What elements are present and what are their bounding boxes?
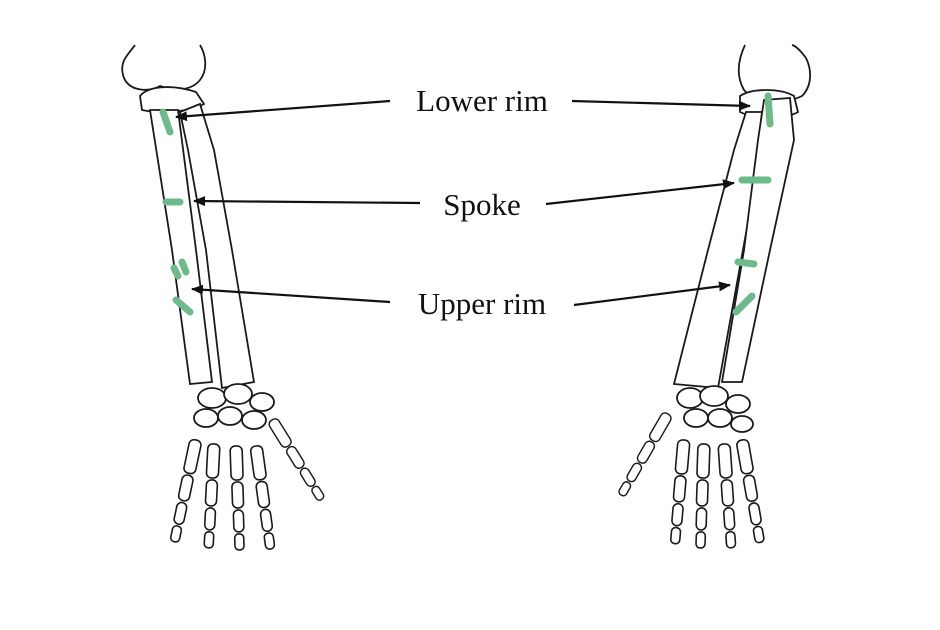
leader-arrows [175,99,751,307]
left-ulna [148,109,214,385]
upper-rim-label: Upper rim [409,286,555,322]
right-green-markers [732,92,774,316]
left-arm-skeleton-icon [121,44,327,552]
right-arm-skeleton-icon [615,44,811,550]
left-fingers [167,416,327,552]
right-carpals [676,385,754,433]
lower-rim-label: Lower rim [408,83,556,119]
left-green-markers [159,108,194,316]
arrow-lower-rim-left [175,99,391,122]
left-radius [178,102,256,390]
arrow-upper-rim-right [573,281,731,307]
spoke-label: Spoke [435,187,529,223]
arrow-upper-rim-left [191,284,391,304]
left-elbow-bone [121,44,207,91]
arrow-spoke-left [193,196,421,207]
left-carpals [193,383,275,430]
arrow-lower-rim-right [571,99,751,111]
right-elbow-bone [737,44,811,103]
arrow-spoke-right [545,179,735,206]
